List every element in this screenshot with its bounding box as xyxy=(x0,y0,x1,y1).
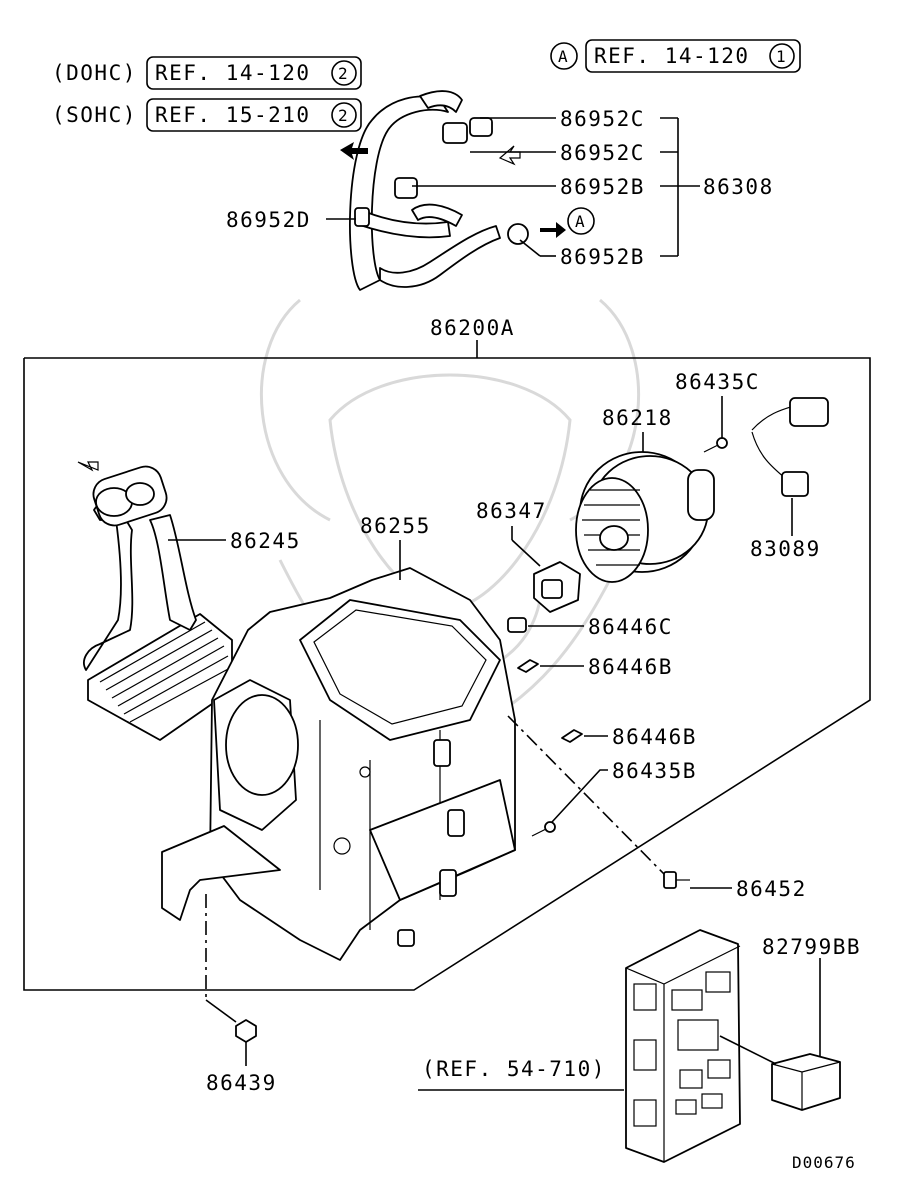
label-82799BB[interactable]: 82799BB xyxy=(762,935,861,959)
label-86218[interactable]: 86218 xyxy=(602,406,673,430)
screw-86435C xyxy=(703,437,728,453)
label-86200A[interactable]: 86200A xyxy=(430,316,515,340)
dohc-label: (DOHC) xyxy=(52,61,137,85)
dohc-ref-box[interactable] xyxy=(146,56,362,90)
label-86435C[interactable]: 86435C xyxy=(675,370,760,394)
flow-arrow-outline-icon xyxy=(498,145,521,166)
dohc-ref-text: REF. 14-120 xyxy=(155,61,311,85)
flow-arrow-icon xyxy=(340,142,368,160)
heater-hose-assembly: A xyxy=(340,90,595,291)
label-86439[interactable]: 86439 xyxy=(206,1071,277,1095)
label-86952B-2[interactable]: 86952B xyxy=(560,245,645,269)
a-mark-circle-2 xyxy=(567,207,595,235)
label-86446B-2[interactable]: 86446B xyxy=(612,725,697,749)
hose-clamp-4 xyxy=(354,207,370,227)
a-ref-number: 1 xyxy=(776,47,787,66)
a-ref-text: REF. 14-120 xyxy=(594,44,750,68)
a-mark-letter-2: A xyxy=(575,212,586,231)
screw-86435B xyxy=(531,821,556,837)
assembly-frame xyxy=(23,357,871,991)
fuse-box-ref[interactable]: (REF. 54-710) xyxy=(422,1057,606,1081)
label-86952D[interactable]: 86952D xyxy=(226,208,311,232)
inlet-arrow-icon xyxy=(77,461,99,472)
sohc-ref-box[interactable] xyxy=(146,98,362,132)
label-86308[interactable]: 86308 xyxy=(703,175,774,199)
a-mark-circle xyxy=(550,42,578,70)
label-86245[interactable]: 86245 xyxy=(230,529,301,553)
resistor xyxy=(533,561,581,613)
heater-case xyxy=(161,567,516,961)
hose-clamp-2 xyxy=(469,117,493,137)
hose-clamp-5 xyxy=(507,223,529,245)
to-a-arrow-icon xyxy=(540,222,566,238)
sohc-label: (SOHC) xyxy=(52,103,137,127)
fuse-box xyxy=(625,929,741,1163)
nut-86439 xyxy=(235,1019,257,1043)
label-86435B[interactable]: 86435B xyxy=(612,759,697,783)
a-ref-circle xyxy=(769,43,795,69)
clip-86446B-1 xyxy=(517,659,539,673)
sohc-ref-number: 2 xyxy=(338,106,349,125)
dohc-ref-number: 2 xyxy=(338,64,349,83)
wire-harness xyxy=(751,397,829,497)
hose-clamp-1 xyxy=(442,122,468,144)
label-86347[interactable]: 86347 xyxy=(476,499,547,523)
label-83089[interactable]: 83089 xyxy=(750,537,821,561)
heater-core xyxy=(77,461,233,741)
label-86952C-1[interactable]: 86952C xyxy=(560,107,645,131)
sohc-ref-text: REF. 15-210 xyxy=(155,103,311,127)
a-ref-box[interactable] xyxy=(585,39,801,73)
label-86446B-1[interactable]: 86446B xyxy=(588,655,673,679)
label-86952C-2[interactable]: 86952C xyxy=(560,141,645,165)
bolt-86452 xyxy=(663,871,690,889)
clip-86446C xyxy=(507,617,527,633)
label-86452[interactable]: 86452 xyxy=(736,877,807,901)
label-86446C[interactable]: 86446C xyxy=(588,615,673,639)
blower-motor xyxy=(575,451,715,583)
label-86952B-1[interactable]: 86952B xyxy=(560,175,645,199)
sohc-ref-circle xyxy=(331,102,357,128)
label-86255[interactable]: 86255 xyxy=(360,514,431,538)
relay-82799BB xyxy=(771,1053,841,1111)
diagram-code: D00676 xyxy=(792,1153,856,1172)
clip-86446B-2 xyxy=(561,729,583,743)
hose-clamp-3 xyxy=(394,177,418,199)
dohc-ref-circle xyxy=(331,60,357,86)
a-mark-letter: A xyxy=(558,47,569,66)
